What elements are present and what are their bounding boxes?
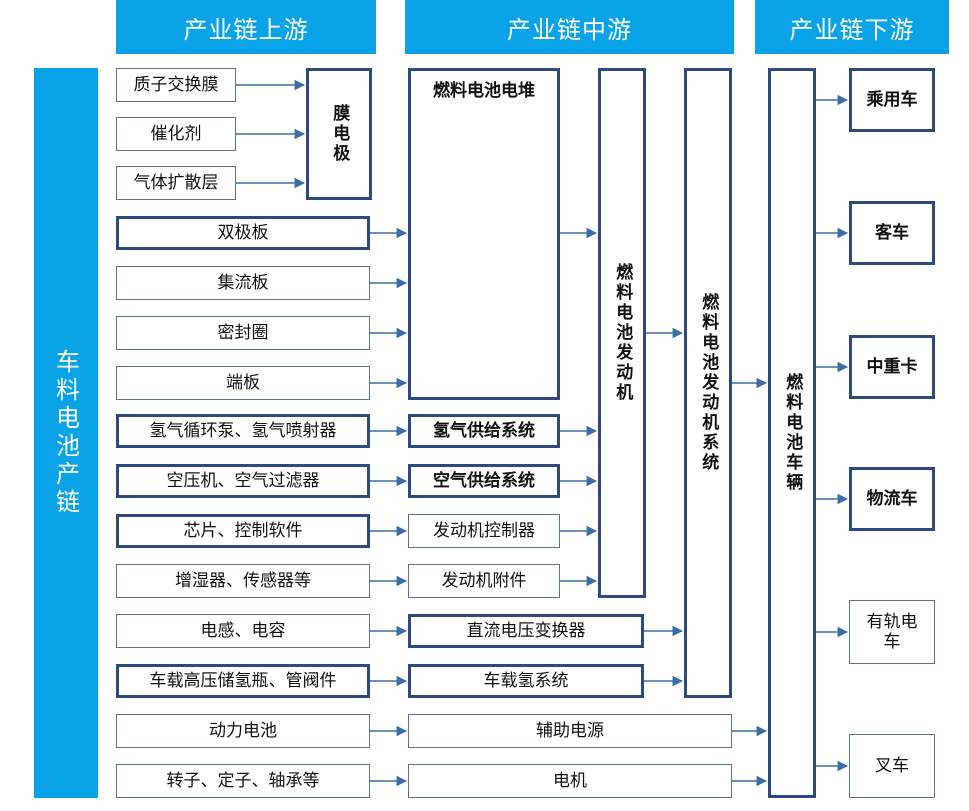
node-logistics: 物流车 (849, 467, 935, 531)
node-tram: 有轨电车 (849, 600, 935, 664)
node-humidifier: 增湿器、传感器等 (116, 564, 370, 598)
node-motor: 电机 (408, 764, 732, 798)
node-mea: 膜电极 (306, 68, 372, 200)
node-pem: 质子交换膜 (116, 68, 236, 102)
node-accessory: 发动机附件 (408, 564, 560, 598)
node-rotor: 转子、定子、轴承等 (116, 764, 370, 798)
node-tank: 车载高压储氢瓶、管阀件 (116, 664, 370, 698)
node-battery: 动力电池 (116, 714, 370, 748)
node-catalyst: 催化剂 (116, 117, 236, 151)
node-air-supply: 空气供给系统 (408, 464, 560, 498)
header-downstream: 产业链下游 (755, 0, 949, 54)
node-engine: 燃料电池发动机 (598, 68, 646, 598)
node-stack: 燃料电池电堆 (408, 68, 560, 400)
node-seal: 密封圈 (116, 316, 370, 350)
node-gdl: 气体扩散层 (116, 166, 236, 200)
node-mea-text: 膜电极 (329, 104, 350, 164)
node-tram-text: 有轨电车 (866, 611, 918, 652)
node-h2-supply: 氢气供给系统 (408, 414, 560, 448)
node-aux-power: 辅助电源 (408, 714, 732, 748)
header-midstream: 产业链中游 (405, 0, 734, 54)
node-engine-system-text: 燃料电池发动机系统 (698, 293, 719, 473)
node-passenger: 乘用车 (849, 68, 935, 132)
side-label: 车料电池产链 (34, 68, 98, 798)
node-h2-system: 车载氢系统 (408, 664, 644, 698)
node-collector: 集流板 (116, 266, 370, 300)
header-upstream: 产业链上游 (116, 0, 376, 54)
node-h2-pump: 氢气循环泵、氢气喷射器 (116, 414, 370, 448)
node-truck: 中重卡 (849, 335, 935, 399)
node-vehicle: 燃料电池车辆 (768, 68, 816, 798)
node-controller: 发动机控制器 (408, 514, 560, 548)
node-chip: 芯片、控制软件 (116, 514, 370, 548)
node-compressor: 空压机、空气过滤器 (116, 464, 370, 498)
node-forklift: 叉车 (849, 734, 935, 798)
node-dcdc: 直流电压变换器 (408, 614, 644, 648)
node-endplate: 端板 (116, 366, 370, 400)
node-inductor: 电感、电容 (116, 614, 370, 648)
node-bus: 客车 (849, 201, 935, 265)
node-engine-system: 燃料电池发动机系统 (684, 68, 732, 698)
node-engine-text: 燃料电池发动机 (612, 263, 633, 403)
node-vehicle-text: 燃料电池车辆 (782, 373, 803, 493)
node-bipolar: 双极板 (116, 216, 370, 250)
side-label-text: 车料电池产链 (51, 349, 80, 517)
